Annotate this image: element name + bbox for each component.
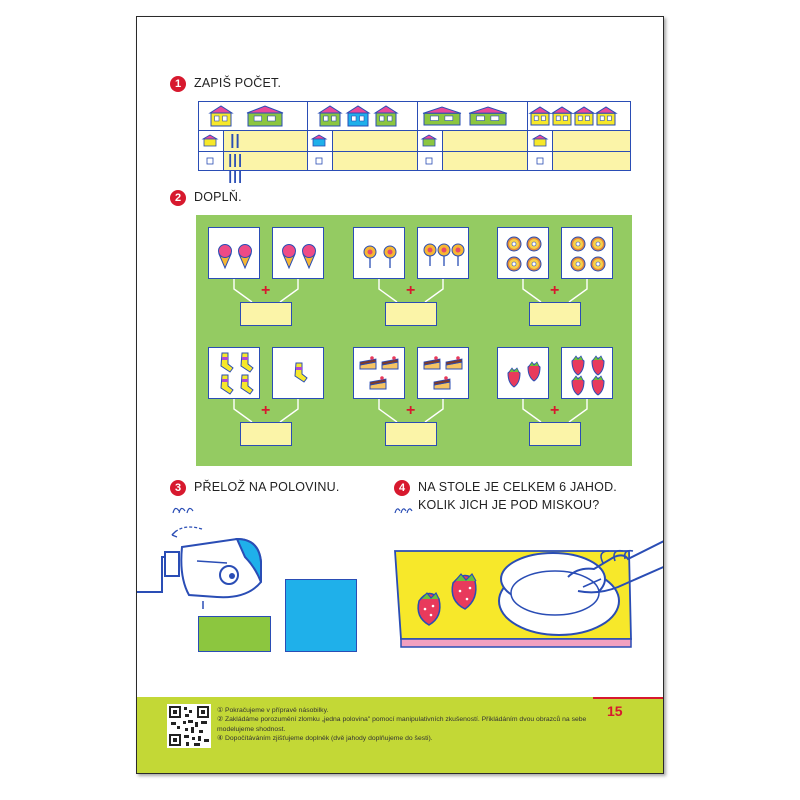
connector-line xyxy=(424,399,444,423)
task-4-heading-line2: KOLIK JICH JE POD MISKOU? xyxy=(418,498,600,512)
house-small-icon xyxy=(201,134,219,147)
boy-folding-illustration xyxy=(137,526,262,609)
sum-answer-box[interactable] xyxy=(529,302,581,326)
strawberry-icon xyxy=(507,361,541,388)
lollipop-picture-box xyxy=(417,227,469,279)
lollipop-icon xyxy=(363,245,397,268)
task-2-badge: 2 xyxy=(170,190,186,206)
note-line: ④ Dopočítáváním zjišťujeme doplněk (dvě … xyxy=(217,734,433,742)
strawberry-icon xyxy=(417,591,441,626)
answer-cell[interactable] xyxy=(552,151,631,171)
page-number-accent-line xyxy=(593,697,663,699)
workbook-page: 1 ZAPIŠ POČET. || ||| ||| 2 DOPLŇ. xyxy=(136,16,664,774)
tally-marks: || xyxy=(230,132,241,149)
note-line: ② Zakládáme porozumění zlomku „jedna pol… xyxy=(217,716,587,733)
task-1-heading: ZAPIŠ POČET. xyxy=(194,76,282,90)
lollipop-icon xyxy=(423,243,465,266)
connector-line xyxy=(279,279,299,303)
cake-slice-icon xyxy=(423,356,463,390)
sock-picture-box xyxy=(208,347,260,399)
task-4-badge: 4 xyxy=(394,480,410,496)
ice-cream-picture-box xyxy=(208,227,260,279)
sock-icon xyxy=(294,362,308,383)
house-icon xyxy=(468,106,508,126)
connector-line xyxy=(233,399,253,423)
lollipop-picture-box xyxy=(353,227,405,279)
plus-sign: + xyxy=(261,282,271,299)
plus-sign: + xyxy=(550,282,560,299)
house-icon xyxy=(373,105,399,127)
task-3-badge: 3 xyxy=(170,480,186,496)
connector-line xyxy=(568,399,588,423)
ice-cream-icon xyxy=(282,244,316,270)
plus-sign: + xyxy=(406,402,416,419)
page-footer: ① Pokračujeme v přípravě násobilky. ② Za… xyxy=(137,697,663,773)
sum-answer-box[interactable] xyxy=(240,302,292,326)
house-icon xyxy=(528,106,552,126)
house-small-icon xyxy=(531,134,549,147)
plus-sign: + xyxy=(550,402,560,419)
cake-slice-icon xyxy=(359,356,399,390)
connector-line xyxy=(522,279,542,303)
strawberry-picture-box xyxy=(497,347,549,399)
connector-line xyxy=(233,279,253,303)
task-2-heading: DOPLŇ. xyxy=(194,190,242,204)
sum-answer-box[interactable] xyxy=(385,302,437,326)
house-icon xyxy=(246,105,284,127)
house-icon xyxy=(572,106,596,126)
teacher-notes: ① Pokračujeme v přípravě násobilky. ② Za… xyxy=(217,706,587,743)
note-line: ① Pokračujeme v přípravě násobilky. xyxy=(217,707,329,714)
strawberry-icon xyxy=(571,355,605,396)
house-small-icon xyxy=(310,134,328,147)
page-number: 15 xyxy=(607,703,623,719)
sum-answer-box[interactable] xyxy=(529,422,581,446)
tally-marks: ||| ||| xyxy=(228,151,243,183)
house-icon xyxy=(345,105,371,127)
donut-picture-box xyxy=(561,227,613,279)
houses-illustration xyxy=(201,105,618,165)
cake-slice-picture-box xyxy=(353,347,405,399)
donut-icon xyxy=(506,236,542,272)
connector-line xyxy=(522,399,542,423)
qr-code-icon[interactable] xyxy=(167,704,211,748)
hands-activity-icon xyxy=(172,507,194,514)
window-icon xyxy=(206,157,214,165)
plus-sign: + xyxy=(261,402,271,419)
donut-picture-box xyxy=(497,227,549,279)
donut-icon xyxy=(570,236,606,272)
sum-answer-box[interactable] xyxy=(385,422,437,446)
window-icon xyxy=(315,157,323,165)
ice-cream-picture-box xyxy=(272,227,324,279)
table-with-bowl-illustration xyxy=(394,540,663,648)
task-4-heading-line1: NA STOLE JE CELKEM 6 JAHOD. xyxy=(418,480,617,494)
connector-lines xyxy=(233,279,588,423)
window-icon xyxy=(536,157,544,165)
connector-line xyxy=(568,279,588,303)
blue-square xyxy=(285,579,357,652)
house-icon xyxy=(208,105,234,127)
addition-area: + + + + + + xyxy=(196,215,632,466)
house-small-icon xyxy=(420,134,438,147)
plus-sign: + xyxy=(406,282,416,299)
house-icon xyxy=(550,106,574,126)
strawberry-icon xyxy=(451,573,477,610)
sock-picture-box xyxy=(272,347,324,399)
window-icon xyxy=(425,157,433,165)
cake-slice-picture-box xyxy=(417,347,469,399)
task-3-heading: PŘELOŽ NA POLOVINU. xyxy=(194,480,340,494)
sum-answer-box[interactable] xyxy=(240,422,292,446)
task-1-badge: 1 xyxy=(170,76,186,92)
connector-line xyxy=(279,399,299,423)
connector-line xyxy=(378,279,398,303)
connector-line xyxy=(424,279,444,303)
green-rectangle xyxy=(198,616,271,652)
house-icon xyxy=(422,106,462,126)
strawberry-picture-box xyxy=(561,347,613,399)
sock-icon xyxy=(220,352,254,395)
house-icon xyxy=(317,105,343,127)
ice-cream-icon xyxy=(218,244,252,270)
connector-line xyxy=(378,399,398,423)
house-icon xyxy=(594,106,618,126)
hands-activity-icon xyxy=(394,508,413,514)
